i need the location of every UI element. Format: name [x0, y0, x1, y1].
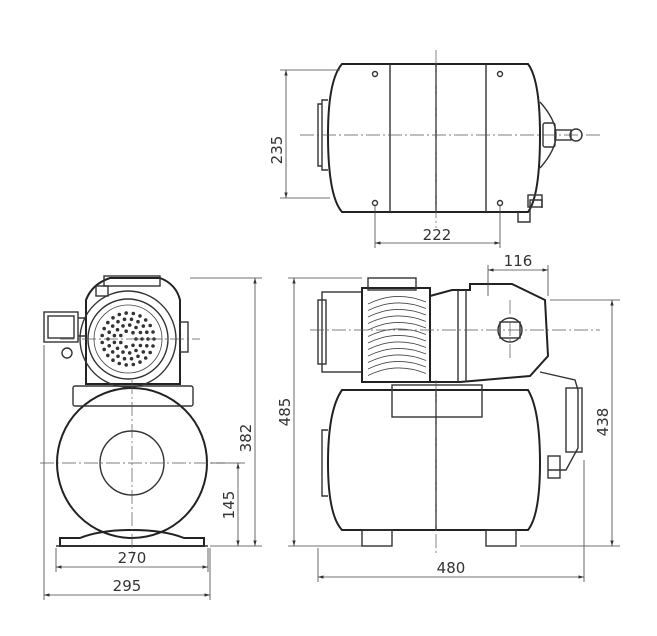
grille-hole [102, 347, 106, 352]
grille-hole [112, 340, 117, 345]
grille-hole [100, 340, 104, 345]
dim-side-tank-height: 438 [594, 408, 612, 437]
grille-hole [131, 311, 136, 316]
grille-hole [117, 312, 122, 317]
dim-side-width: 116 [504, 252, 533, 270]
grille-hole [134, 325, 138, 330]
motor-fin [367, 315, 427, 324]
side-view [288, 265, 620, 582]
grille-hole [131, 343, 135, 348]
dim-top-height: 235 [268, 136, 286, 165]
dim-front-width: 295 [113, 577, 142, 595]
grille-hole [134, 348, 138, 353]
motor-fin [367, 335, 427, 344]
grille-hole [127, 351, 132, 355]
grille-hole [141, 350, 146, 354]
grille-hole [119, 333, 123, 338]
grille-hole [124, 345, 128, 349]
grille-hole [127, 323, 132, 327]
grille-hole [111, 316, 115, 320]
dim-front-axis: 145 [220, 491, 238, 520]
dim-front-height: 382 [237, 424, 255, 453]
grille-hole [115, 327, 120, 332]
grille-hole [124, 363, 128, 367]
grille-hole [112, 333, 117, 338]
grille-hole [138, 330, 143, 335]
grille-hole [138, 314, 142, 318]
motor-fin [367, 348, 427, 357]
grille-hole [119, 340, 123, 345]
grille-hole [110, 324, 115, 328]
grille-hole [117, 361, 122, 366]
grille-hole [121, 350, 125, 354]
grille-hole [100, 333, 104, 338]
fan-grille [100, 311, 156, 367]
motor-fins [367, 296, 427, 376]
grille-hole [124, 311, 128, 315]
grille-hole [151, 330, 155, 334]
motor-fin [367, 361, 427, 370]
grille-hole [151, 344, 155, 348]
motor-fin [367, 296, 427, 305]
grille-hole [138, 343, 143, 348]
grille-hole [116, 354, 120, 359]
motor-fin [367, 354, 427, 363]
grille-hole [129, 356, 134, 361]
grille-hole [111, 358, 115, 363]
grille-hole [124, 329, 128, 334]
grille-hole [121, 324, 125, 328]
dim-side-total-height: 485 [276, 398, 294, 427]
motor-fin [367, 322, 427, 331]
dim-front-base: 270 [118, 549, 147, 567]
grille-hole [102, 326, 106, 331]
motor-fin [367, 341, 427, 350]
grille-hole [138, 360, 142, 364]
grille-hole [131, 362, 136, 367]
grille-hole [115, 346, 120, 351]
top-view [280, 50, 600, 248]
grille-hole [148, 323, 152, 328]
motor-fin [367, 302, 427, 311]
grille-hole [145, 344, 149, 348]
grille-hole [143, 356, 148, 360]
dim-side-length: 480 [437, 559, 466, 577]
grille-hole [107, 344, 111, 348]
grille-hole [141, 324, 146, 328]
grille-hole [106, 320, 110, 325]
grille-hole [129, 317, 134, 322]
grille-hole [145, 330, 149, 335]
grille-hole [131, 330, 135, 335]
grille-hole [143, 318, 148, 322]
grille-hole [136, 354, 140, 359]
motor-fin [367, 367, 427, 376]
grille-hole [122, 317, 127, 322]
grille-hole [116, 319, 120, 324]
grille-hole [140, 337, 144, 341]
dim-top-width: 222 [423, 226, 452, 244]
motor-fin [367, 309, 427, 318]
grille-hole [107, 330, 111, 335]
grille-hole [110, 350, 115, 354]
motor-fin [367, 328, 427, 337]
grille-hole [148, 350, 152, 355]
front-view [40, 275, 262, 600]
grille-hole [122, 356, 127, 361]
grille-hole [106, 353, 110, 358]
grille-hole [136, 319, 140, 324]
